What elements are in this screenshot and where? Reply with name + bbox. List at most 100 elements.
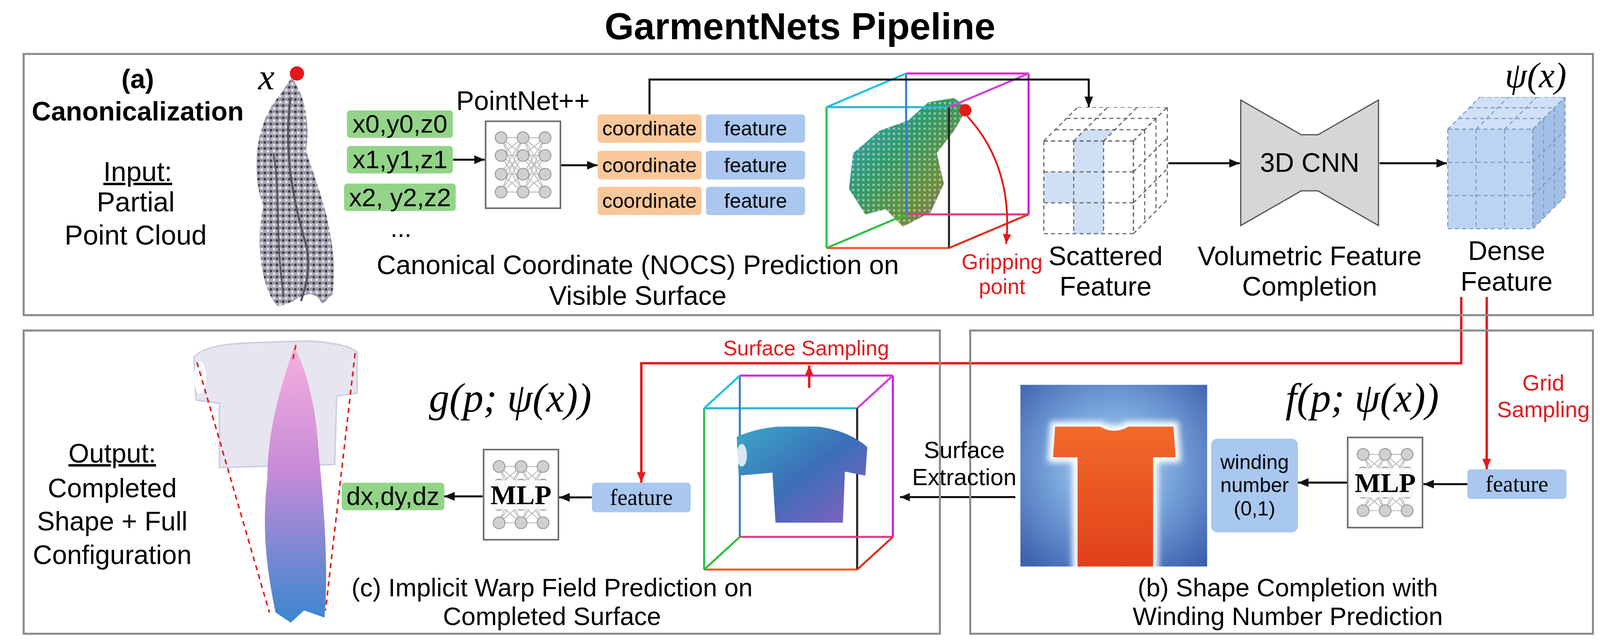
input-point-box: x0,y0,z0: [346, 110, 453, 138]
grid-line: [1043, 141, 1045, 234]
node-label: x1,y1,z1: [352, 146, 448, 173]
network-unit: [494, 149, 507, 162]
nocs-cube: [906, 72, 1029, 75]
surface-cube: [703, 536, 740, 570]
network-link: [522, 137, 545, 193]
node-label: x2, y2,z2: [348, 184, 451, 211]
grid-line: [1066, 118, 1157, 120]
grid-line: [1044, 171, 1134, 173]
grid-line: [1044, 107, 1078, 142]
output-garment: [325, 353, 356, 611]
grid-line: [1447, 228, 1533, 230]
node-label: MLP: [1352, 468, 1419, 498]
network-unit: [494, 168, 507, 180]
grid-line: [1132, 141, 1135, 234]
feature-box: feature: [705, 186, 806, 216]
feature-box: feature: [1467, 469, 1567, 499]
node-label: Partial Point Cloud: [63, 185, 209, 252]
node-label: PointNet++: [446, 85, 600, 117]
network-unit: [515, 460, 527, 473]
node-label: MLP: [488, 480, 554, 510]
nocs-cube: [826, 247, 950, 250]
grid-line: [1103, 107, 1138, 142]
grid-line: [1073, 141, 1075, 234]
grid-line: [1476, 97, 1509, 130]
nocs-cube: [826, 73, 907, 108]
nocs-cube: [825, 107, 828, 248]
grid-line: [1077, 107, 1168, 108]
connector: [649, 79, 1089, 115]
network-unit: [536, 460, 549, 473]
node-label: coordinate: [602, 155, 698, 176]
output-garment: [196, 362, 270, 613]
grid-line: [1144, 129, 1146, 223]
surface-cube: [857, 375, 893, 409]
annotation-label: g(p; ψ(x)): [397, 375, 623, 421]
cnn-block: 3D CNNVolumetric Feature Completion: [1239, 99, 1380, 227]
point-cloud: [256, 66, 334, 307]
network-unit: [515, 517, 527, 529]
filled-cell: [1073, 202, 1104, 234]
grid-face: [1532, 97, 1566, 229]
annotation-label: f(p; ψ(x)): [1249, 375, 1475, 421]
grid-line: [1073, 107, 1108, 142]
mlp-block: MLP: [482, 448, 560, 541]
network-unit: [538, 131, 551, 144]
point-cloud: [256, 77, 334, 307]
node-label: 3D CNN: [1259, 147, 1360, 179]
network-unit: [1357, 505, 1370, 517]
node-label: feature: [724, 155, 788, 176]
nocs-cube: [1027, 73, 1030, 215]
grid-line: [1447, 128, 1533, 130]
surface-cube: [703, 375, 740, 409]
node-label: feature: [1485, 472, 1549, 496]
grid-line: [1532, 128, 1534, 229]
connector: [1168, 162, 1241, 165]
grid-line: [1447, 97, 1481, 130]
node-label: Volumetric Feature Completion: [1187, 240, 1433, 303]
cnn-bowtie: [1240, 99, 1379, 226]
network-unit: [492, 517, 505, 529]
nocs-cube: [949, 73, 1029, 108]
grid-face: [1133, 107, 1168, 234]
node-label: Input:: [25, 155, 250, 189]
node-label: feature: [724, 118, 788, 139]
surface-cube: [736, 443, 747, 467]
network-link: [500, 137, 523, 193]
connector: [1485, 297, 1488, 470]
nocs-cube: [826, 73, 1029, 249]
connector: [444, 495, 483, 498]
node-label: coordinate: [602, 118, 698, 139]
grid-line: [1553, 107, 1556, 208]
dense-shape: [1446, 97, 1567, 230]
grid-line: [1532, 97, 1566, 130]
network-unit: [517, 185, 529, 198]
grid-line: [1133, 137, 1168, 172]
input-point-box: x2, y2,z2: [344, 183, 456, 212]
node-label: x0,y0,z0: [352, 111, 448, 137]
node-label: feature: [609, 486, 673, 509]
connector: [1423, 483, 1468, 486]
network-unit: [538, 168, 551, 180]
network-unit: [1379, 448, 1391, 461]
network-unit: [494, 131, 507, 144]
grid-shape: [1042, 107, 1169, 235]
surface-cube: [736, 426, 868, 523]
network-unit: [1357, 448, 1370, 461]
grid-line: [1133, 199, 1168, 234]
grid-line: [1133, 169, 1168, 203]
nocs-cube: [906, 213, 1029, 216]
mlp-block: MLP: [1346, 436, 1424, 529]
connector: [561, 164, 598, 167]
feature-box: feature: [705, 150, 806, 180]
nocs-cube: [904, 73, 907, 215]
grid-line: [1133, 107, 1168, 142]
nocs-cube: [826, 106, 950, 109]
nocs-cube: [826, 214, 907, 248]
grid-line: [1447, 128, 1533, 130]
grid-line: [1504, 97, 1537, 130]
connector: [1379, 162, 1448, 165]
annotation-label: Surface Extraction: [905, 436, 1023, 491]
